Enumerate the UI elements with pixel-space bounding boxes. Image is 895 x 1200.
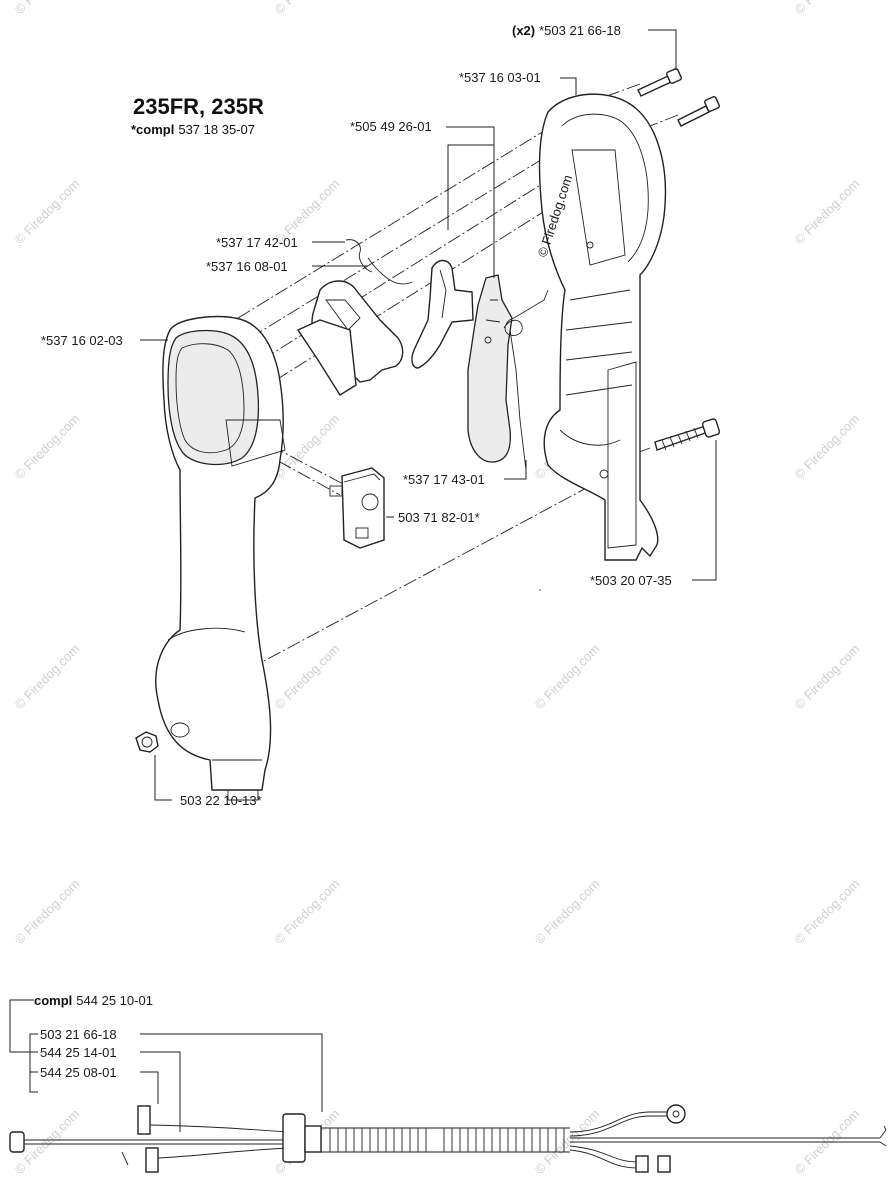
subtitle-number: 537 18 35-07 (178, 122, 255, 137)
watermark: © Firedog.com (12, 876, 83, 947)
watermark: © Firedog.com (532, 641, 603, 712)
assembly-guide-lines (209, 83, 679, 691)
trigger-lockout-assembly (296, 239, 413, 396)
cable-kit-title: compl 544 25 10-01 (34, 993, 153, 1008)
torsion-spring (503, 289, 549, 471)
watermark: © Firedog.com (792, 176, 863, 247)
watermark: © Firedog.com (792, 0, 863, 17)
short-bolts (637, 68, 720, 127)
watermark: © Firedog.com (12, 411, 83, 482)
throttle-cable-drawing (9, 1104, 887, 1173)
watermark: © Firedog.com (12, 0, 83, 17)
spring-b-callout: *537 17 43-01 (403, 472, 485, 487)
bolts-callout: (x2) *503 21 66-18 (512, 23, 621, 38)
hex-nut (135, 731, 159, 753)
cable-kit-number: 544 25 10-01 (76, 993, 153, 1008)
throttle-lever (467, 274, 513, 463)
diagram-subtitle: *compl 537 18 35-07 (131, 122, 255, 137)
housing-right-callout: *537 16 03-01 (459, 70, 541, 85)
watermark: © Firedog.com (12, 176, 83, 247)
throttle-trigger (411, 259, 474, 369)
cable-kit-item: 544 25 08-01 (40, 1065, 117, 1080)
watermark: © Firedog.com (792, 876, 863, 947)
watermark: © Firedog.com (792, 641, 863, 712)
housing-left-callout: *537 16 02-03 (41, 333, 123, 348)
spring-a-callout: *537 17 42-01 (216, 235, 298, 250)
watermark: © Firedog.com (792, 411, 863, 482)
nut-callout: 503 22 10-13* (180, 793, 262, 808)
cable-kit-compl: compl (34, 993, 72, 1008)
watermark: © Firedog.com (532, 876, 603, 947)
switch-callout: 503 71 82-01* (398, 510, 480, 525)
watermark: © Firedog.com (272, 0, 343, 17)
right-handle-housing (538, 93, 667, 561)
diagram-title: 235FR, 235R (133, 94, 264, 119)
watermark: © Firedog.com (272, 641, 343, 712)
watermark: © Firedog.com (12, 641, 83, 712)
cable-kit-item: 544 25 14-01 (40, 1045, 117, 1060)
callout-leaders (140, 29, 717, 801)
pin-a-callout: *537 16 08-01 (206, 259, 288, 274)
left-handle-housing (155, 315, 286, 801)
speck (539, 589, 541, 591)
long-bolt-callout: *503 20 07-35 (590, 573, 672, 588)
cable-kit-item: 503 21 66-18 (40, 1027, 117, 1042)
stop-switch (329, 467, 385, 549)
cable-kit-callouts (9, 999, 323, 1132)
trigger-lockout-callout: *505 49 26-01 (350, 119, 432, 134)
long-bolt (654, 418, 721, 451)
watermark: © Firedog.com (272, 876, 343, 947)
bolts-qty-label: (x2) (512, 23, 535, 38)
bolts-part-number: *503 21 66-18 (539, 23, 621, 38)
subtitle-prefix: *compl (131, 122, 174, 137)
